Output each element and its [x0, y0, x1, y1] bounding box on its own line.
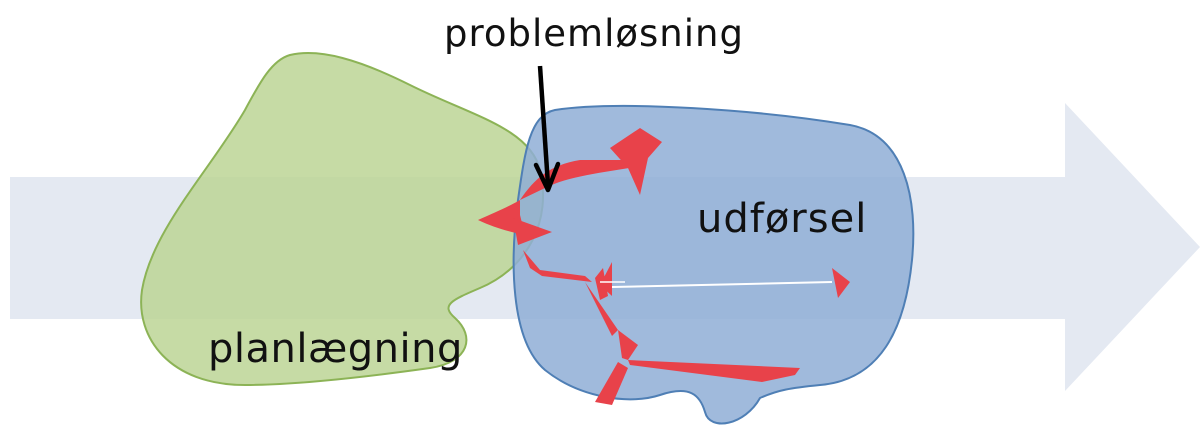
path-segment	[600, 262, 612, 296]
problem-solving-path	[478, 128, 850, 405]
path-segment	[478, 200, 525, 235]
path-segment	[832, 268, 850, 298]
path-segment	[513, 218, 552, 245]
path-segment	[595, 362, 628, 405]
execution-label: udførsel	[697, 196, 867, 242]
path-segment	[618, 330, 638, 360]
planning-label: planlægning	[208, 326, 463, 372]
path-segment	[610, 128, 662, 195]
callout-arrow	[533, 65, 561, 193]
planning-blob	[140, 52, 545, 387]
path-segment	[628, 360, 800, 382]
down-arrow-icon	[533, 161, 561, 193]
execution-blob	[512, 104, 915, 425]
path-segment	[585, 282, 618, 336]
problem-solving-label: problemløsning	[444, 12, 744, 55]
path-segment	[520, 160, 645, 200]
path-connector	[611, 281, 833, 288]
path-segment	[523, 250, 592, 282]
callout-line	[537, 65, 551, 186]
